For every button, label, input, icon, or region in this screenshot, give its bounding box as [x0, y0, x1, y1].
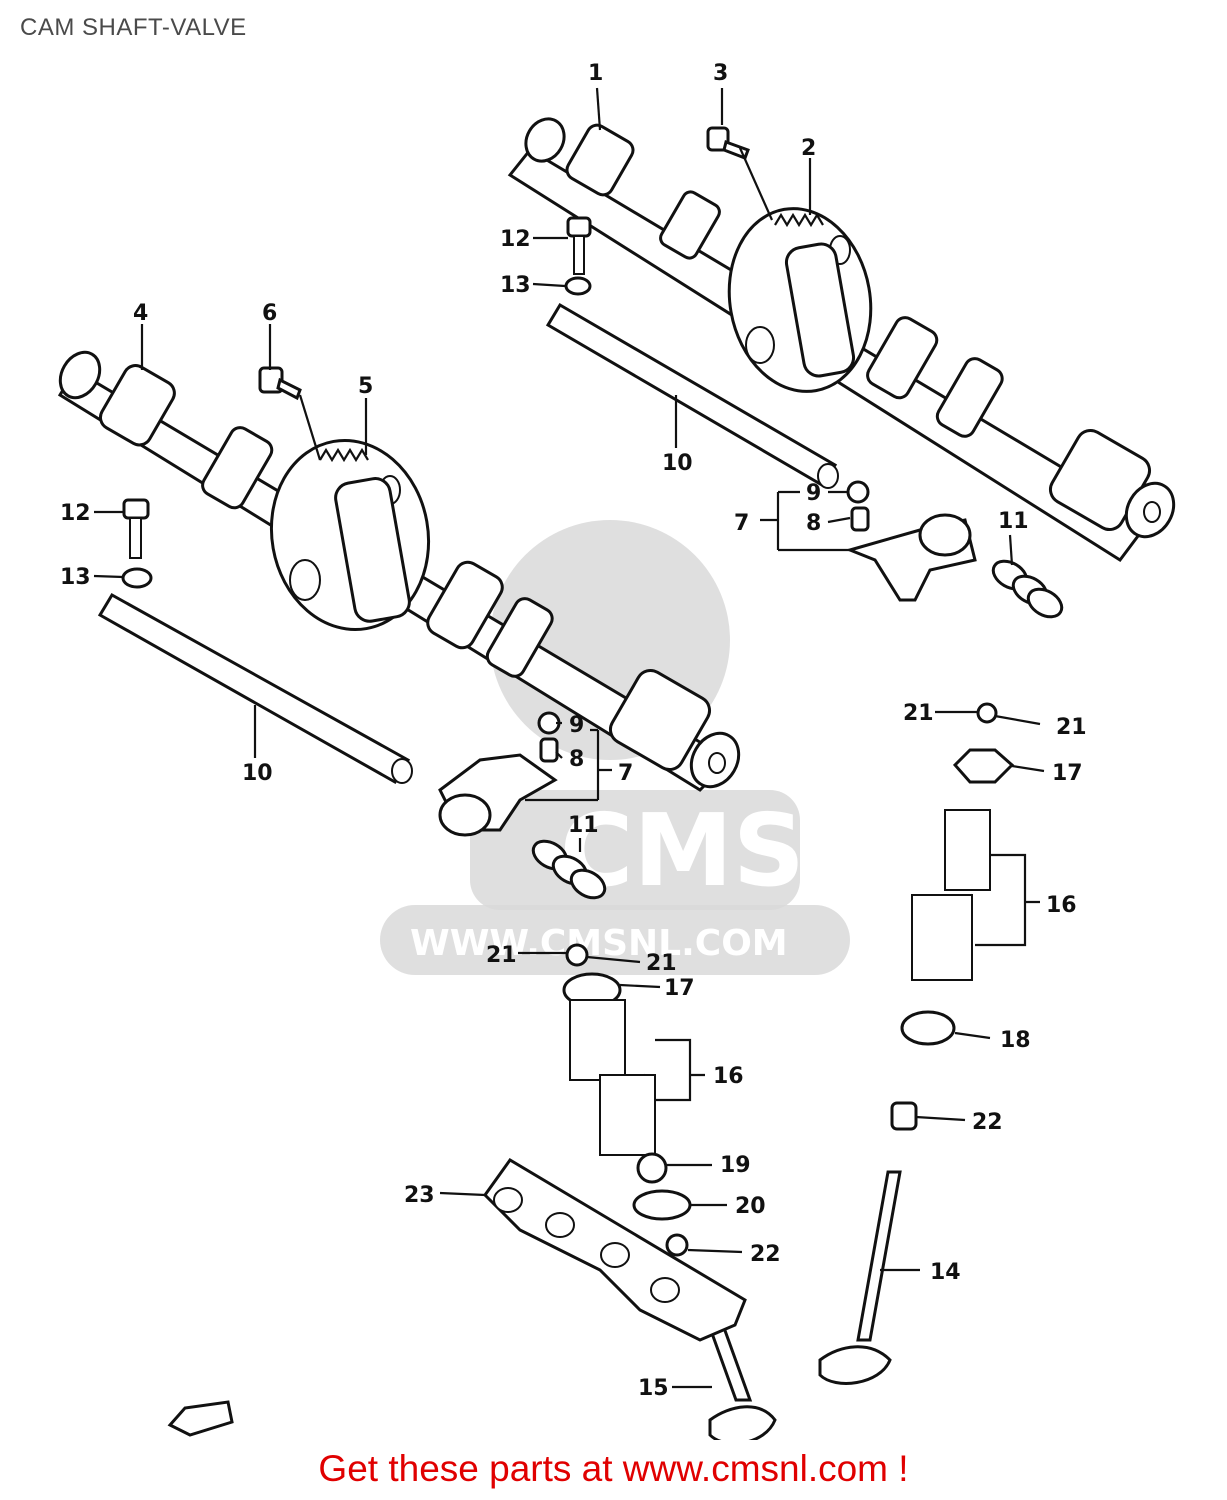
callout-11-right: 11	[998, 509, 1029, 534]
rocker-shaft-left	[97, 592, 413, 785]
callout-4: 4	[133, 301, 148, 326]
callout-9-right: 9	[806, 481, 821, 506]
rocker-shaft-right	[545, 302, 839, 489]
leader-lines	[93, 87, 1045, 1389]
callout-9-left: 9	[569, 713, 584, 738]
callout-6: 6	[262, 301, 277, 326]
callout-8-right: 8	[806, 511, 821, 536]
callout-1: 1	[588, 61, 603, 86]
rocker-arm-right	[845, 480, 977, 602]
callout-21-left-b: 21	[646, 951, 677, 976]
callout-3: 3	[713, 61, 728, 86]
callout-13-right: 13	[500, 273, 531, 298]
callout-23: 23	[404, 1183, 435, 1208]
shim-spring-11-left	[531, 839, 607, 900]
sprocket-left	[269, 438, 431, 632]
callout-5: 5	[358, 374, 373, 399]
callout-21-left-a: 21	[486, 943, 517, 968]
callout-labels: 1 2 3 4 5 6 7 7 8 8 9 9 10 10 11 11 12 1…	[60, 61, 1087, 1401]
callout-10-right: 10	[662, 451, 693, 476]
fwd-direction-arrow: FWD	[167, 1400, 234, 1437]
callout-14: 14	[930, 1260, 961, 1285]
callout-22-right: 22	[972, 1110, 1003, 1135]
callout-17-left: 17	[664, 976, 695, 1001]
callout-21-right-b: 21	[1056, 715, 1087, 740]
screw-12-right	[564, 216, 592, 296]
sprocket-right	[727, 207, 873, 393]
gasket-23	[483, 1158, 747, 1342]
callout-18: 18	[1000, 1028, 1031, 1053]
valve-stack-right	[818, 702, 1015, 1385]
callout-19: 19	[720, 1153, 751, 1178]
exploded-parts-diagram: CMS WWW.CMSNL.COM	[57, 61, 1176, 1440]
callout-2: 2	[801, 136, 816, 161]
parts-link-banner[interactable]: Get these parts at www.cmsnl.com !	[318, 1448, 909, 1489]
callout-7-right: 7	[734, 511, 749, 536]
fwd-arrow-label: FWD	[192, 1415, 221, 1428]
page-title: CAM SHAFT-VALVE	[20, 14, 247, 41]
callout-16-left: 16	[713, 1064, 744, 1089]
screw-12-left	[121, 498, 153, 589]
callout-8-left: 8	[569, 747, 584, 772]
callout-17-right: 17	[1052, 761, 1083, 786]
valve-stack-left	[562, 943, 777, 1440]
callout-22-left: 22	[750, 1242, 781, 1267]
callout-13-left: 13	[60, 565, 91, 590]
callout-7-left: 7	[618, 761, 633, 786]
shim-spring-11-right	[991, 559, 1064, 619]
callout-21-right-a: 21	[903, 701, 934, 726]
callout-10-left: 10	[242, 761, 273, 786]
callout-11-left: 11	[568, 813, 599, 838]
callout-16-right: 16	[1046, 893, 1077, 918]
rocker-arm-left	[438, 711, 561, 837]
callout-12-right: 12	[500, 227, 531, 252]
bolt-6	[258, 366, 302, 401]
callout-20: 20	[735, 1194, 766, 1219]
callout-12-left: 12	[60, 501, 91, 526]
callout-15: 15	[638, 1376, 669, 1401]
